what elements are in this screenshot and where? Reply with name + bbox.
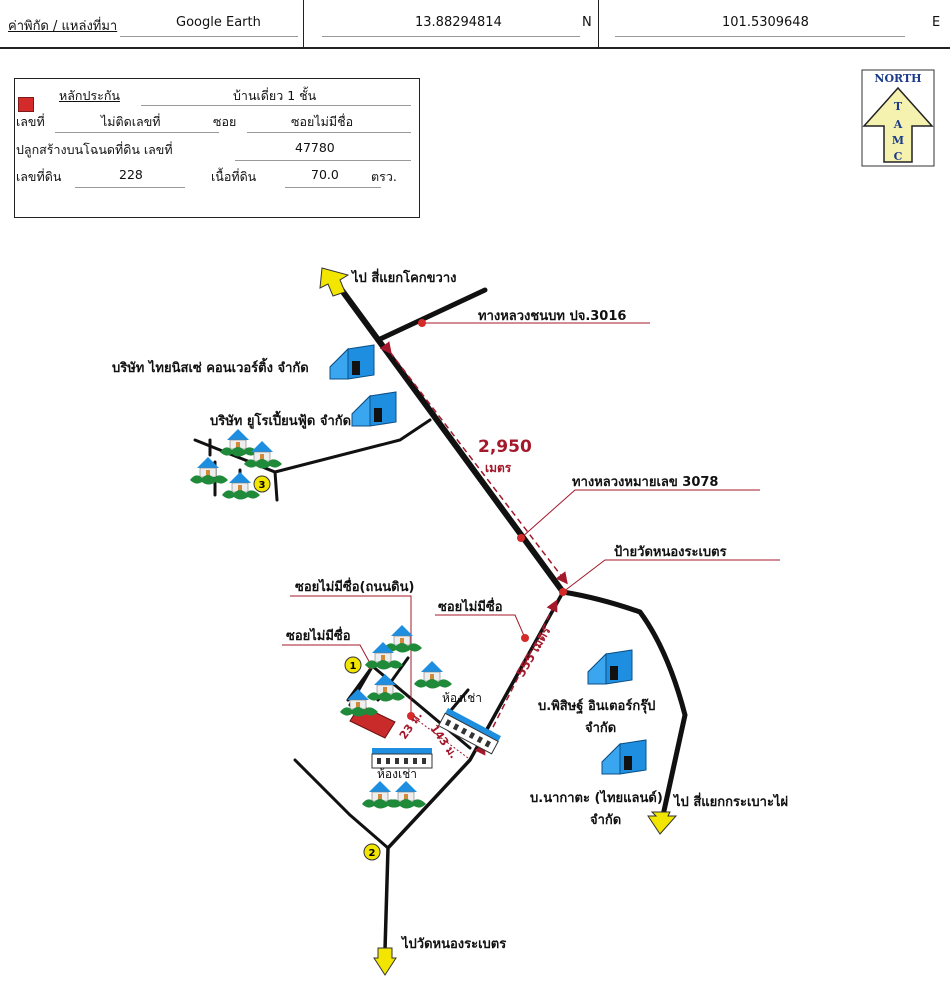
label-soi-dirt-road: ซอยไม่มีซื่อ(ถนนดิน) bbox=[295, 577, 414, 595]
svg-text:M: M bbox=[892, 134, 904, 147]
latitude-unit: N bbox=[582, 15, 592, 30]
area-unit: ตรว. bbox=[371, 169, 397, 184]
distance-555-arrow bbox=[474, 599, 558, 756]
area-label: เนื้อที่ดิน bbox=[211, 169, 257, 184]
temple-sign-point bbox=[559, 588, 567, 596]
area-value: 70.0 bbox=[311, 167, 339, 182]
dirt-road-point bbox=[407, 712, 415, 720]
svg-text:2: 2 bbox=[369, 848, 376, 859]
collateral-value: บ้านเดี่ยว 1 ชั้น bbox=[233, 88, 317, 103]
longitude-unit: E bbox=[932, 15, 941, 30]
label-rental-1: ห้องเช่า bbox=[442, 691, 482, 705]
label-soi-unnamed: ซอยไม่มีซื่อ bbox=[438, 597, 503, 615]
svg-text:1: 1 bbox=[350, 661, 357, 672]
label-nakata-line2: จำกัด bbox=[590, 812, 621, 828]
marker-2: 2 bbox=[363, 843, 381, 861]
label-road-3016: ทางหลวงชนบท ปจ.3016 bbox=[478, 309, 626, 324]
collateral-label: หลักประกัน bbox=[59, 88, 120, 103]
label-thai-nisse: บริษัท ไทยนิสเซ่ คอนเวอร์ติ้ง จำกัด bbox=[112, 357, 309, 376]
source-value: Google Earth bbox=[176, 15, 261, 30]
svg-text:C: C bbox=[894, 150, 903, 163]
label-to-temple: ไปวัดหนองระเบตร bbox=[400, 935, 506, 952]
marker-1: 1 bbox=[344, 656, 362, 674]
latitude-value: 13.88294814 bbox=[415, 15, 502, 30]
source-label: ค่าพิกัด / แหล่งที่มา bbox=[8, 19, 118, 34]
arrow-to-khok-khwang-icon bbox=[319, 267, 350, 297]
land-no-label: เลขที่ดิน bbox=[16, 169, 62, 184]
road-3078-point bbox=[517, 534, 525, 542]
label-phisit-line2: จำกัด bbox=[585, 720, 616, 736]
soi-value: ซอยไม่มีชื่อ bbox=[291, 114, 354, 129]
warehouse-icon bbox=[587, 649, 633, 685]
label-to-krabo-phai: ไป สี่แยกกระเบาะไผ่ bbox=[672, 792, 788, 810]
label-phisit-line1: บ.พิสิษฐ์ อินเตอร์กรุ๊ป bbox=[538, 698, 655, 715]
svg-text:3: 3 bbox=[259, 480, 266, 491]
warehouse-icon bbox=[329, 344, 375, 380]
label-nakata-line1: บ.นากาตะ (ไทยแลนด์) bbox=[530, 789, 663, 806]
road-3016 bbox=[375, 287, 488, 343]
house-no-label: เลขที่ bbox=[16, 114, 45, 129]
label-soi-unnamed-1: ซอยไม่มีซื่อ bbox=[286, 626, 351, 644]
warehouse-icon bbox=[601, 739, 647, 775]
north-arrow-logo: NORTH T A M C bbox=[861, 69, 935, 167]
label-temple-sign: ป้ายวัดหนองระเบตร bbox=[614, 544, 727, 560]
label-european-food: บริษัท ยูโรเปี้ยนฟู้ด จำกัด bbox=[210, 410, 351, 429]
soi-unnamed-point bbox=[521, 634, 529, 642]
distance-2950-arrow bbox=[379, 341, 568, 585]
distance-2950-value: 2,950 bbox=[478, 437, 532, 457]
distance-2950-unit: เมตร bbox=[485, 461, 512, 475]
road-to-krabo-phai bbox=[560, 589, 688, 823]
warehouse-icon bbox=[351, 391, 397, 427]
label-to-khok-khwang: ไป สี่แยกโคกขวาง bbox=[350, 268, 457, 286]
arrow-to-temple-icon bbox=[373, 947, 397, 976]
label-rental-2: ห้องเช่า bbox=[377, 767, 417, 781]
arrow-to-krabo-phai-icon bbox=[647, 811, 678, 835]
land-no-value: 228 bbox=[119, 167, 143, 182]
coordinate-header: ค่าพิกัด / แหล่งที่มา Google Earth 13.88… bbox=[0, 0, 950, 49]
collateral-marker-swatch bbox=[18, 97, 34, 112]
svg-text:T: T bbox=[894, 100, 903, 113]
svg-text:A: A bbox=[893, 118, 903, 131]
soi-label: ซอย bbox=[213, 114, 237, 129]
label-road-3078: ทางหลวงหมายเลข 3078 bbox=[572, 475, 718, 490]
longitude-value: 101.5309648 bbox=[722, 15, 809, 30]
road-3016-point bbox=[418, 319, 426, 327]
distance-555: 555 เมตร bbox=[513, 624, 553, 680]
deed-value: 47780 bbox=[295, 140, 335, 155]
north-logo-text: NORTH bbox=[874, 72, 921, 85]
house-no-value: ไม่ติดเลขที่ bbox=[101, 114, 161, 129]
distance-23: 23 ม. bbox=[397, 709, 425, 742]
deed-label: ปลูกสร้างบนโฉนดที่ดิน เลขที่ bbox=[16, 142, 173, 157]
road-network bbox=[193, 282, 688, 952]
rental-rooms-icon bbox=[371, 747, 433, 769]
collateral-info-box: หลักประกัน บ้านเดี่ยว 1 ชั้น เลขที่ ไม่ต… bbox=[14, 78, 420, 218]
marker-3: 3 bbox=[253, 475, 271, 493]
